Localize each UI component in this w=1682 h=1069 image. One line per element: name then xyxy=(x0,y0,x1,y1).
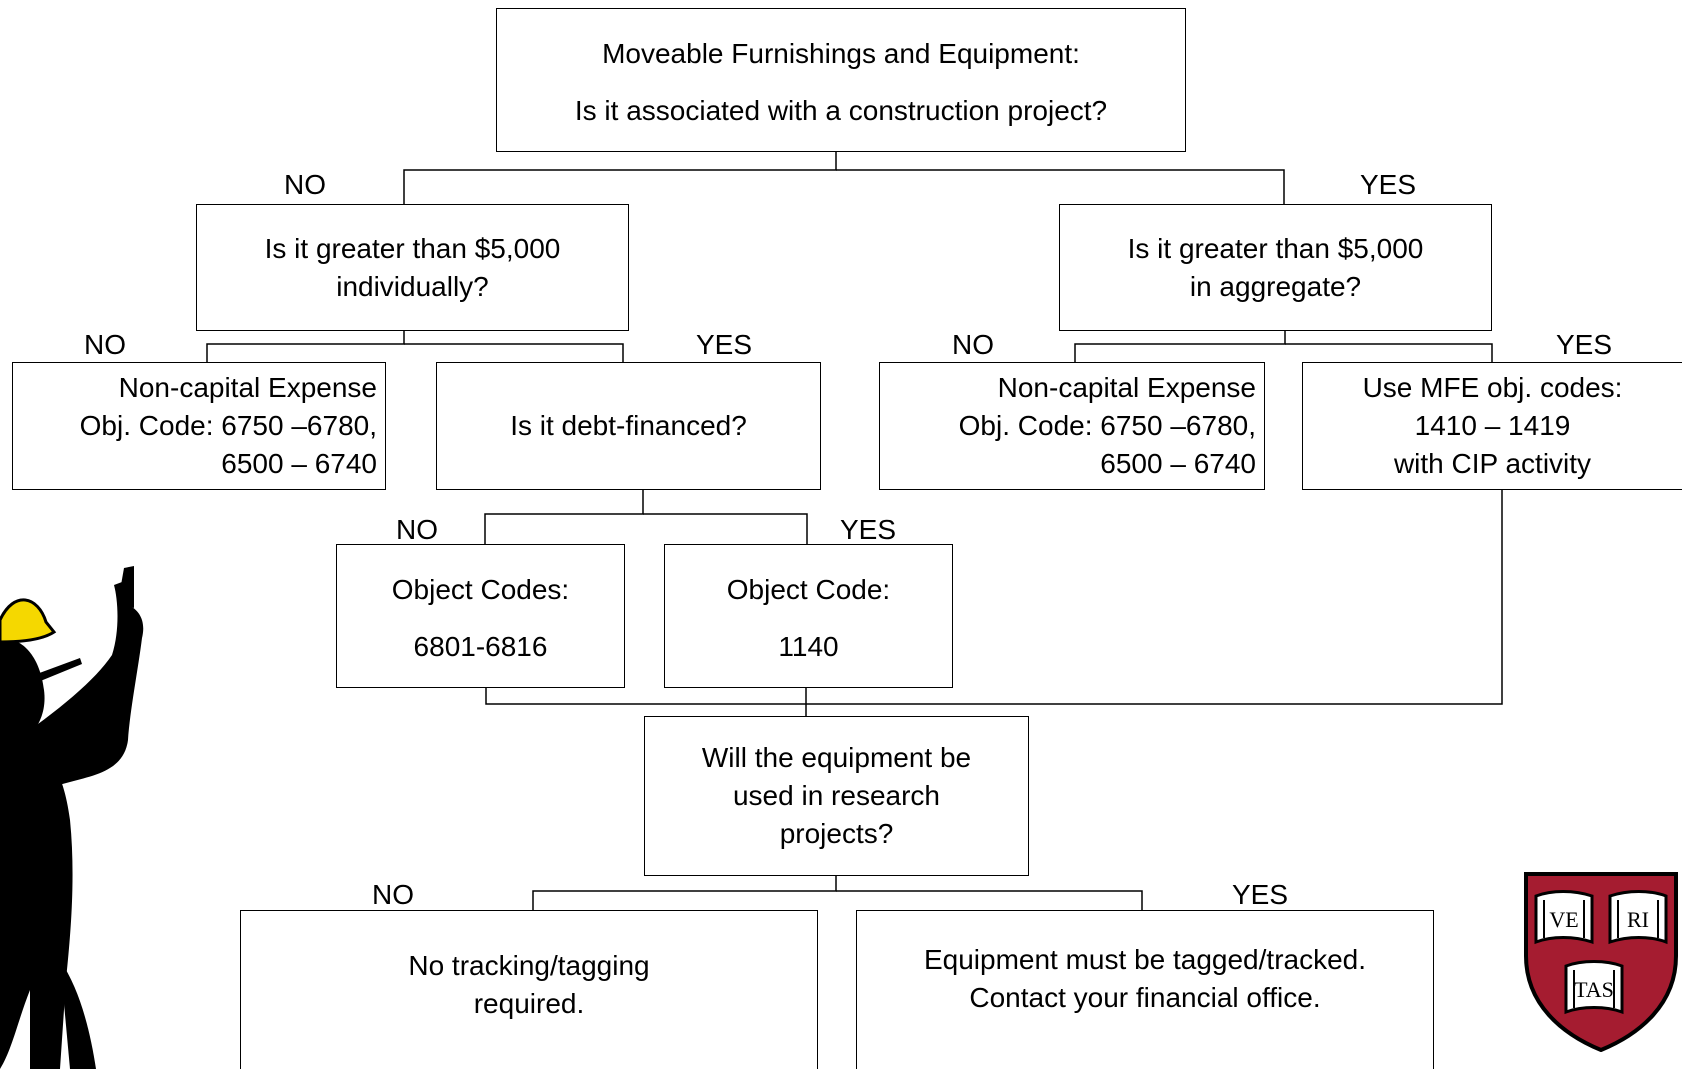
node-text: Is it greater than $5,000 xyxy=(1127,232,1424,264)
connector-research xyxy=(532,876,837,910)
node-debt-question: Is it debt-financed? xyxy=(436,362,821,490)
belt-tool xyxy=(0,832,20,872)
hard-hat-icon xyxy=(0,598,57,644)
node-noncapital-left: Non-capital Expense Obj. Code: 6750 –678… xyxy=(12,362,386,490)
seal-text-ve: VE xyxy=(1549,907,1578,932)
node-object-codes-no: Object Codes: 6801-6816 xyxy=(336,544,625,688)
node-text: Obj. Code: 6750 –6780, xyxy=(79,410,377,441)
cigarette xyxy=(34,658,82,682)
connector-individually-yes xyxy=(404,343,624,363)
label-research-yes: YES xyxy=(1232,879,1289,910)
node-text: with CIP activity xyxy=(1393,448,1592,479)
label-root-no: NO xyxy=(284,169,326,200)
seal-text-tas: TAS xyxy=(1574,977,1614,1002)
raised-arm xyxy=(8,582,144,790)
node-text: Moveable Furnishings and Equipment: xyxy=(602,38,1080,69)
node-text: Non-capital Expense xyxy=(997,372,1256,403)
connector-merge xyxy=(485,490,1503,705)
node-object-code-yes: Object Code: 1140 xyxy=(664,544,953,688)
node-text: 6500 – 6740 xyxy=(1100,448,1256,479)
label-debt-yes: YES xyxy=(840,514,897,545)
node-text: Is it greater than $5,000 xyxy=(264,232,561,264)
connector-aggregate-yes xyxy=(1285,343,1493,363)
node-text: in aggregate? xyxy=(1189,270,1362,302)
node-aggregate-question: Is it greater than $5,000 in aggregate? xyxy=(1059,204,1492,331)
construction-worker-illustration xyxy=(0,566,144,1069)
label-debt-no: NO xyxy=(396,514,438,545)
seal-text-ri: RI xyxy=(1627,907,1649,932)
node-text: Object Codes: xyxy=(391,574,570,605)
node-text: 6500 – 6740 xyxy=(221,448,377,479)
node-mfe-codes: Use MFE obj. codes: 1410 – 1419 with CIP… xyxy=(1302,362,1682,490)
node-text: used in research xyxy=(732,780,940,811)
node-text: Use MFE obj. codes: xyxy=(1362,372,1623,403)
connector-individually xyxy=(206,331,405,363)
node-text: Obj. Code: 6750 –6780, xyxy=(958,410,1256,441)
node-root: Moveable Furnishings and Equipment: Is i… xyxy=(496,8,1186,152)
node-text: 1140 xyxy=(778,631,839,662)
connector-root-yes xyxy=(836,169,1285,204)
label-individually-no: NO xyxy=(84,329,126,360)
node-text: 1410 – 1419 xyxy=(1414,410,1571,441)
connector-debt-yes xyxy=(643,513,808,544)
node-tagged: Equipment must be tagged/tracked. Contac… xyxy=(856,910,1434,1069)
node-text: 6801-6816 xyxy=(413,631,548,662)
node-text: Is it debt-financed? xyxy=(510,410,747,441)
node-text: Equipment must be tagged/tracked. xyxy=(923,944,1367,975)
node-text: Is it associated with a construction pro… xyxy=(574,95,1108,126)
node-text: Contact your financial office. xyxy=(969,982,1321,1013)
node-text: projects? xyxy=(779,818,894,849)
connector-aggregate xyxy=(1074,331,1286,363)
node-text: individually? xyxy=(336,270,489,302)
label-aggregate-no: NO xyxy=(952,329,994,360)
label-root-yes: YES xyxy=(1360,169,1417,200)
head xyxy=(0,639,45,750)
connector-debt xyxy=(484,490,644,544)
node-text: Object Code: xyxy=(726,574,891,605)
node-individually-question: Is it greater than $5,000 individually? xyxy=(196,204,629,331)
node-text: Non-capital Expense xyxy=(118,372,377,403)
leg xyxy=(60,960,96,1069)
node-text: No tracking/tagging xyxy=(408,950,650,981)
body xyxy=(0,739,73,1069)
university-seal-logo: VE RI TAS xyxy=(1524,872,1678,1052)
label-individually-yes: YES xyxy=(696,329,753,360)
label-aggregate-yes: YES xyxy=(1556,329,1613,360)
node-research-question: Will the equipment be used in research p… xyxy=(644,716,1029,876)
label-research-no: NO xyxy=(372,879,414,910)
connector-research-yes xyxy=(836,890,1143,910)
node-noncapital-right: Non-capital Expense Obj. Code: 6750 –678… xyxy=(879,362,1265,490)
node-no-tracking: No tracking/tagging required. xyxy=(240,910,818,1069)
node-text: Will the equipment be xyxy=(701,742,972,773)
node-text: required. xyxy=(473,988,585,1019)
connector-root xyxy=(403,152,837,204)
finger xyxy=(118,566,134,608)
